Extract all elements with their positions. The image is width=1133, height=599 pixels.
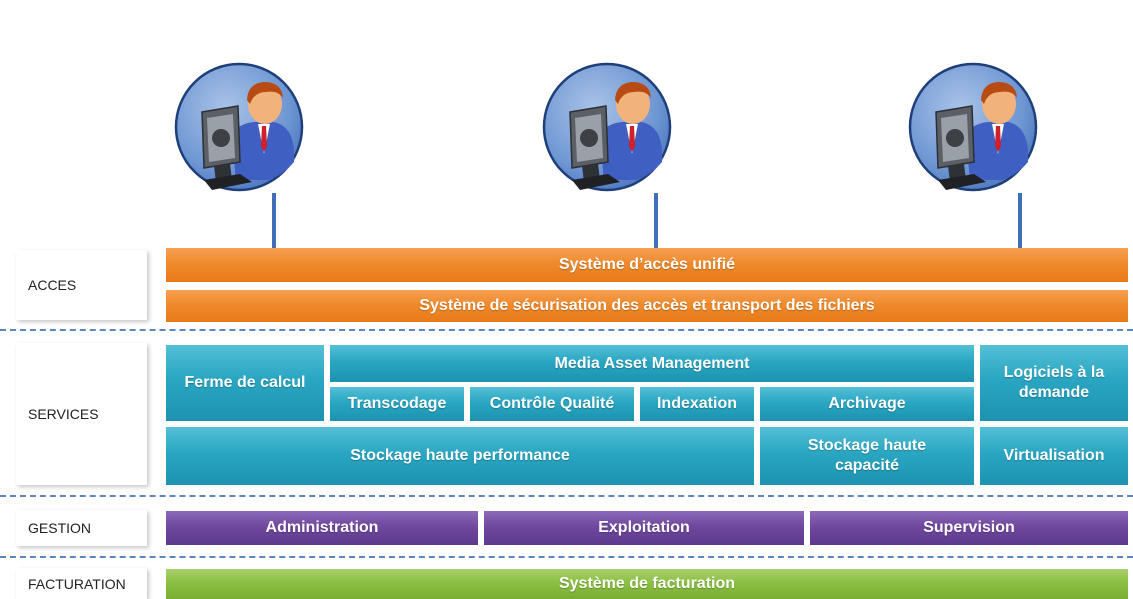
label-acces: ACCES bbox=[16, 250, 147, 320]
logiciels-demande-box: Logiciels à la demande bbox=[980, 345, 1128, 421]
label-acces-text: ACCES bbox=[28, 277, 77, 293]
separator-line bbox=[0, 329, 1133, 331]
archivage-box: Archivage bbox=[760, 387, 974, 421]
stockage-performance-label: Stockage haute performance bbox=[350, 447, 570, 464]
administration-label: Administration bbox=[265, 519, 379, 536]
stockage-performance-box: Stockage haute performance bbox=[166, 427, 754, 485]
label-facturation: FACTURATION bbox=[16, 568, 147, 599]
virtualisation-box: Virtualisation bbox=[980, 427, 1128, 485]
transcodage-box: Transcodage bbox=[330, 387, 464, 421]
archivage-label: Archivage bbox=[828, 395, 906, 412]
facturation-bar: Système de facturation bbox=[166, 569, 1128, 599]
mam-bar: Media Asset Management bbox=[330, 345, 974, 382]
label-services-text: SERVICES bbox=[28, 406, 99, 422]
user-at-computer-icon bbox=[542, 62, 672, 192]
transcodage-label: Transcodage bbox=[347, 395, 447, 412]
user-at-computer-icon bbox=[908, 62, 1038, 192]
label-facturation-text: FACTURATION bbox=[28, 575, 126, 592]
user-at-computer-icon bbox=[174, 62, 304, 192]
security-transport-label: Système de sécurisation des accès et tra… bbox=[419, 297, 875, 314]
logiciels-demande-label: Logiciels à la demande bbox=[1003, 364, 1105, 401]
exploitation-label: Exploitation bbox=[598, 519, 690, 536]
virtualisation-label: Virtualisation bbox=[1003, 447, 1105, 464]
stockage-capacite-box: Stockage haute capacité bbox=[760, 427, 974, 485]
supervision-label: Supervision bbox=[923, 519, 1015, 536]
security-transport-bar: Système de sécurisation des accès et tra… bbox=[166, 290, 1128, 322]
label-gestion-text: GESTION bbox=[28, 520, 92, 536]
controle-qualite-box: Contrôle Qualité bbox=[470, 387, 634, 421]
mam-label: Media Asset Management bbox=[554, 354, 750, 372]
unified-access-label: Système d’accès unifié bbox=[558, 256, 736, 273]
label-services: SERVICES bbox=[16, 343, 147, 485]
ferme-de-calcul-label: Ferme de calcul bbox=[184, 374, 306, 391]
stockage-capacite-label: Stockage haute capacité bbox=[807, 437, 927, 474]
label-gestion: GESTION bbox=[16, 510, 147, 546]
user-connector-line bbox=[654, 193, 658, 248]
controle-qualite-label: Contrôle Qualité bbox=[489, 395, 615, 412]
user-connector-line bbox=[272, 193, 276, 248]
unified-access-bar: Système d’accès unifié bbox=[166, 248, 1128, 282]
administration-bar: Administration bbox=[166, 511, 478, 545]
separator-line bbox=[0, 556, 1133, 558]
facturation-label: Système de facturation bbox=[558, 575, 736, 592]
indexation-label: Indexation bbox=[656, 395, 737, 412]
indexation-box: Indexation bbox=[640, 387, 754, 421]
separator-line bbox=[0, 495, 1133, 497]
ferme-de-calcul-box: Ferme de calcul bbox=[166, 345, 324, 421]
supervision-bar: Supervision bbox=[810, 511, 1128, 545]
exploitation-bar: Exploitation bbox=[484, 511, 804, 545]
user-connector-line bbox=[1018, 193, 1022, 248]
